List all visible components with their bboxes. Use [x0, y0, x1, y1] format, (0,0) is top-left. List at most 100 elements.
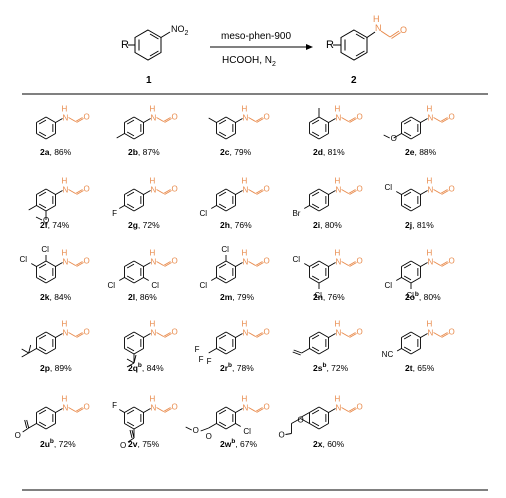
oxygen-label: O — [357, 113, 363, 122]
footnote-marker: b — [415, 291, 419, 298]
hydrogen-label: H — [335, 395, 341, 404]
product-structure-2b: NHO — [116, 105, 178, 140]
yield-label-2c: 2c, 79% — [220, 147, 252, 157]
yield-value: , 65% — [413, 363, 435, 373]
hydrogen-label: H — [335, 320, 341, 329]
halogen-label: Cl — [406, 291, 414, 300]
reactant-nitro-label: NO2 — [171, 24, 189, 37]
hydrogen-label: H — [62, 320, 68, 329]
halogen-label: Cl — [221, 245, 229, 254]
yield-value: , 67% — [235, 439, 257, 449]
halogen-label: Cl — [107, 281, 115, 290]
hydrogen-label: H — [242, 249, 248, 258]
hydrogen-label: H — [242, 395, 248, 404]
yield-label-2h: 2h, 76% — [220, 220, 252, 230]
nitrogen-label: N — [151, 258, 157, 267]
fluorine-label: F — [199, 355, 204, 364]
oxygen-label: O — [172, 185, 178, 194]
product-n-label: N — [375, 23, 382, 33]
oxygen-label: O — [264, 257, 270, 266]
halogen-label: Cl — [243, 427, 251, 436]
compound-id: 2k — [40, 292, 50, 302]
oxygen-label: O — [43, 216, 49, 225]
product-structure-2p: NHO — [21, 320, 90, 358]
hydrogen-label: H — [150, 395, 156, 404]
nitrogen-label: N — [428, 258, 434, 267]
nitrogen-label: N — [336, 329, 342, 338]
oxygen-label: O — [357, 403, 363, 412]
nitrogen-label: N — [428, 329, 434, 338]
oxygen-label: O — [206, 432, 212, 441]
hydrogen-label: H — [62, 177, 68, 186]
hydrogen-label: H — [427, 249, 433, 258]
oxygen-label: O — [449, 257, 455, 266]
yield-value: , 84% — [142, 363, 164, 373]
compound-id: 2o — [405, 292, 415, 302]
yield-label-2r: 2rb, 78% — [220, 362, 254, 373]
nitrogen-label: N — [243, 329, 249, 338]
yield-value: , 72% — [54, 439, 76, 449]
hydrogen-label: H — [150, 249, 156, 258]
oxygen-label: O — [172, 328, 178, 337]
product-h-label: H — [373, 14, 380, 24]
fluorine-label: F — [195, 345, 200, 354]
nitrogen-label: N — [151, 404, 157, 413]
compound-id: 2p — [40, 363, 50, 373]
reactant-structure — [134, 29, 171, 61]
halogen-label: F — [112, 209, 117, 218]
oxygen-label: O — [278, 431, 284, 440]
yield-value: , 72% — [326, 363, 348, 373]
halogen-label: Cl — [314, 291, 322, 300]
yield-value: , 84% — [49, 292, 71, 302]
nitrogen-label: N — [243, 186, 249, 195]
yield-value: , 88% — [414, 147, 436, 157]
yield-label-2l: 2l, 86% — [128, 292, 157, 302]
oxygen-label: O — [357, 257, 363, 266]
product-structure — [340, 29, 401, 61]
compound-id: 2u — [40, 439, 50, 449]
yield-label-2j: 2j, 81% — [405, 220, 434, 230]
product-number: 2 — [351, 75, 357, 86]
halogen-label: Cl — [384, 281, 392, 290]
product-structure-2a: NHO — [36, 105, 90, 140]
product-r-label: R — [326, 39, 334, 51]
footnote-marker: b — [231, 438, 235, 445]
yield-label-2e: 2e, 88% — [405, 147, 437, 157]
yield-label-2s: 2sb, 72% — [313, 362, 349, 373]
halogen-label: Cl — [384, 183, 392, 192]
yield-value: , 79% — [229, 147, 251, 157]
hydrogen-label: H — [335, 177, 341, 186]
nitrogen-label: N — [63, 404, 69, 413]
yield-value: , 86% — [49, 147, 71, 157]
nitrogen-label: N — [63, 114, 69, 123]
yield-label-2d: 2d, 81% — [313, 147, 345, 157]
yield-value: , 74% — [48, 220, 70, 230]
oxygen-label: O — [391, 134, 397, 143]
compound-id: 2s — [313, 363, 323, 373]
product-structure-2q: NHO — [124, 320, 178, 368]
nitrogen-label: N — [243, 258, 249, 267]
compound-id: 2g — [128, 220, 138, 230]
yield-label-2f: 2f, 74% — [40, 220, 70, 230]
compound-id: 2l — [128, 292, 135, 302]
condition-reagents: HCOOH, N2 — [222, 55, 276, 68]
oxygen-label: O — [84, 185, 90, 194]
halogen-label: Cl — [151, 281, 159, 290]
compound-id: 2t — [405, 363, 413, 373]
condition-catalyst: meso-phen-900 — [221, 31, 291, 42]
halogen-label: F — [112, 401, 117, 410]
compound-id: 2j — [405, 220, 412, 230]
halogen-label: Cl — [199, 281, 207, 290]
yield-value: , 80% — [419, 292, 441, 302]
